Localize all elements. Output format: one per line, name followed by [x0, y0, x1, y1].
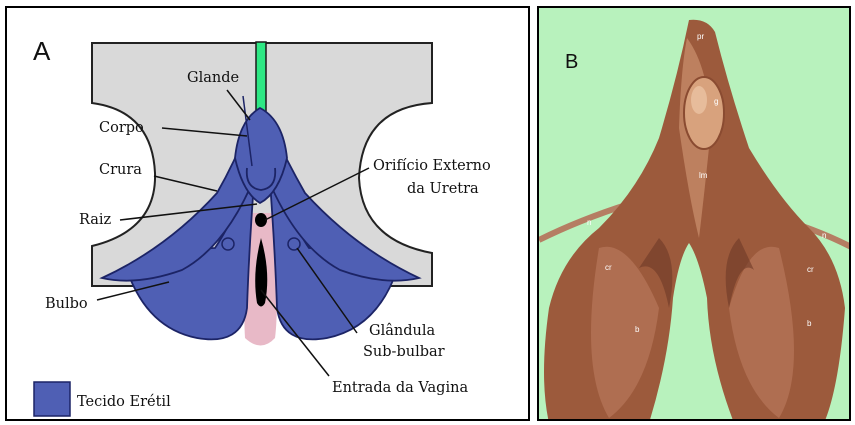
label-orificio-line2: da Uretra — [407, 181, 479, 197]
label-raiz: Raiz — [79, 212, 112, 228]
label-g: g — [714, 97, 718, 106]
clitoris-diagram: A Glande Corpo Crura Raiz Bulbo Orifício… — [7, 8, 530, 421]
label-b-left: b — [635, 325, 640, 334]
label-vagina: Entrada da Vagina — [332, 380, 468, 396]
label-b-right: b — [807, 319, 812, 328]
panel-a-letter: A — [33, 36, 51, 66]
label-glandula-line2: Sub-bulbar — [363, 344, 445, 360]
panel-a-diagram: A Glande Corpo Crura Raiz Bulbo Orifício… — [5, 6, 530, 421]
panel-b-letter: B — [565, 51, 578, 73]
label-glande: Glande — [187, 70, 239, 86]
label-cr-right: cr — [807, 265, 814, 274]
glans-photo — [684, 77, 724, 149]
panel-b-photo: B pr g lm n n cr cr b b — [537, 6, 851, 421]
label-glandula-line1: Glândula — [369, 323, 435, 339]
label-n-right: n — [822, 231, 826, 240]
label-bulbo: Bulbo — [45, 296, 88, 312]
label-lm: lm — [699, 171, 708, 180]
label-corpo: Corpo — [99, 120, 144, 136]
label-pr: pr — [697, 32, 704, 41]
legend-label: Tecido Erétil — [77, 394, 171, 410]
dissection-photo: B pr g lm n n cr cr b b — [539, 8, 851, 421]
legend-swatch — [34, 382, 70, 416]
label-cr-left: cr — [605, 263, 612, 272]
label-crura: Crura — [99, 162, 142, 178]
label-orificio-line1: Orifício Externo — [373, 158, 491, 174]
label-n-left: n — [587, 218, 591, 227]
